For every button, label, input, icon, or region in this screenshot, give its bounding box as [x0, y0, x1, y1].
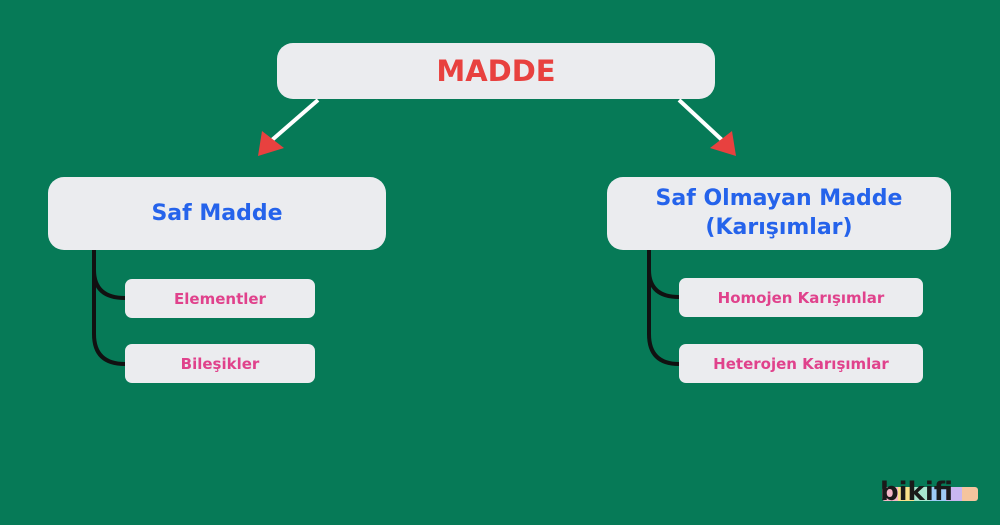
stripe-segment: [930, 487, 946, 501]
brand-logo: bikifi: [880, 471, 953, 507]
category-label: Saf Madde: [151, 201, 283, 226]
arrow-root-to-saf-madde: [270, 98, 320, 142]
arrow-head-right: [710, 131, 736, 156]
stripe-segment: [914, 487, 930, 501]
leaf-label: Bileşikler: [180, 354, 260, 373]
arrow-root-to-karisimlar: [677, 98, 724, 142]
stripe-segment: [962, 487, 978, 501]
connector-elementler: [92, 250, 126, 300]
connector-bilesikler: [92, 250, 126, 366]
arrow-head-left: [258, 131, 284, 156]
stripe-segment: [882, 487, 898, 501]
connector-homojen: [647, 250, 680, 299]
root-node: MADDE: [277, 43, 715, 99]
category-saf-madde: Saf Madde: [48, 177, 386, 250]
brand-stripe: [882, 487, 978, 501]
leaf-label: Heterojen Karışımlar: [713, 354, 889, 373]
stripe-segment: [898, 487, 914, 501]
leaf-heterojen-karisimlar: Heterojen Karışımlar: [679, 344, 923, 383]
logo-text: bikifi: [880, 477, 953, 507]
category-label-line-2: (Karışımlar): [705, 214, 853, 240]
leaf-bilesikler: Bileşikler: [125, 344, 315, 383]
category-karisimlar: Saf Olmayan Madde (Karışımlar): [607, 177, 951, 250]
leaf-elementler: Elementler: [125, 279, 315, 318]
leaf-homojen-karisimlar: Homojen Karışımlar: [679, 278, 923, 317]
root-label: MADDE: [436, 54, 556, 88]
stripe-segment: [946, 487, 962, 501]
leaf-label: Homojen Karışımlar: [717, 288, 885, 307]
category-label-line-1: Saf Olmayan Madde: [655, 185, 903, 211]
leaf-label: Elementler: [174, 289, 266, 308]
connector-heterojen: [647, 250, 680, 366]
